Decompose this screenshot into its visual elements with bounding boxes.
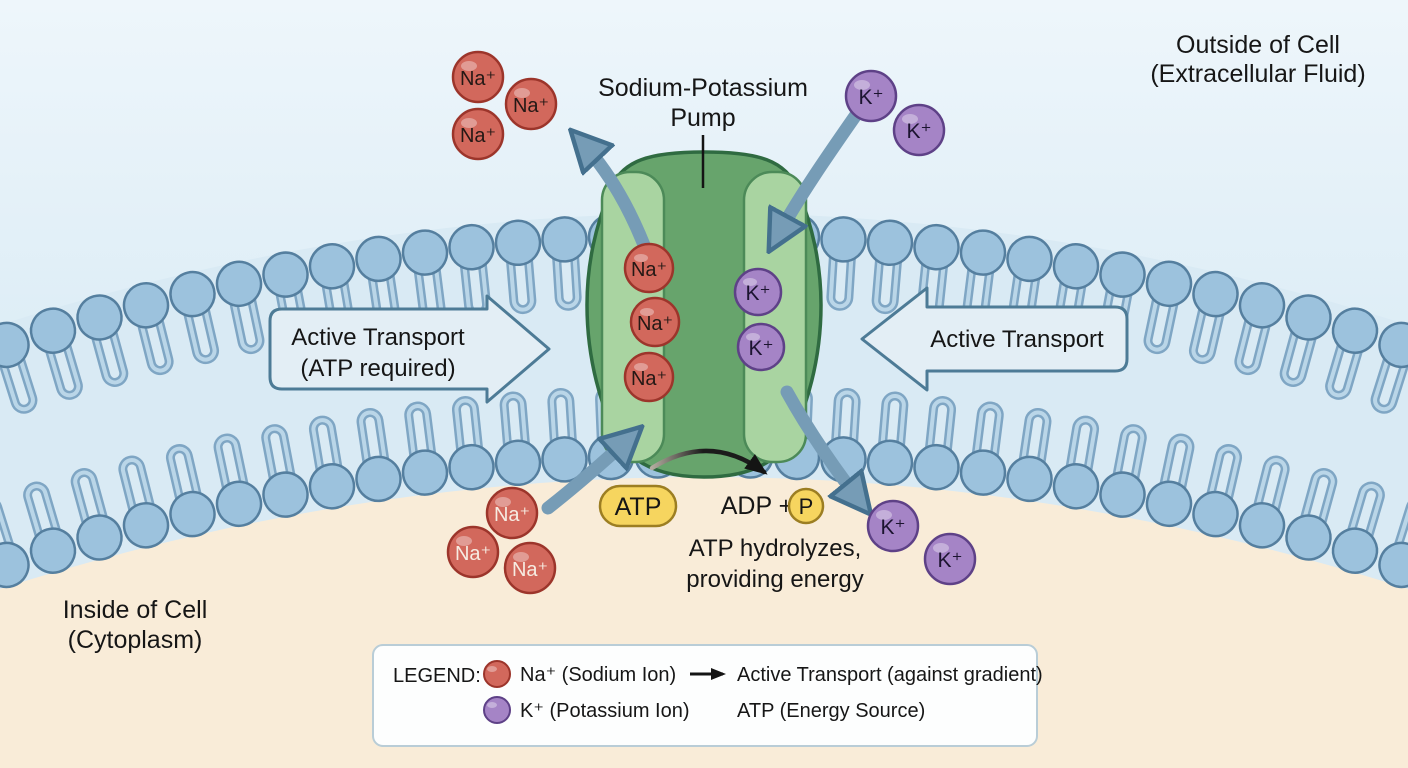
svg-text:K⁺: K⁺ — [745, 282, 770, 305]
outside-cell-label: Outside of Cell — [1176, 31, 1340, 59]
sodium-ion: Na⁺ — [623, 351, 675, 403]
svg-text:K⁺: K⁺ — [748, 337, 773, 360]
svg-text:Na⁺: Na⁺ — [494, 504, 530, 526]
outside-cell-label: (Extracellular Fluid) — [1150, 60, 1365, 88]
sodium-ion: Na⁺ — [485, 486, 539, 540]
potassium-ion: K⁺ — [923, 532, 977, 586]
k-export-arrow — [780, 385, 864, 506]
adp-label: ADP + — [721, 492, 794, 520]
legend-arrow-label: Active Transport (against gradient) — [737, 664, 1043, 686]
pump-title: Sodium-Potassium — [598, 74, 808, 102]
sodium-ion: Na⁺ — [623, 242, 675, 294]
svg-text:Active Transport: Active Transport — [930, 326, 1104, 353]
inside-cell-label: (Cytoplasm) — [68, 626, 203, 654]
atp-molecule: ATP — [598, 484, 678, 528]
svg-text:K⁺: K⁺ — [858, 86, 883, 109]
active-transport-left-label: Active Transport (ATP required) — [268, 294, 551, 404]
atp-hydrolysis-arrow — [649, 448, 768, 475]
svg-text:Na⁺: Na⁺ — [637, 313, 673, 335]
legend-potassium-label: K⁺ (Potassium Ion) — [520, 700, 690, 722]
legend-sodium-swatch — [483, 660, 511, 688]
inside-cell-label: Inside of Cell — [63, 596, 208, 624]
legend: LEGEND: Na⁺ (Sodium Ion) K⁺ (Potassium I… — [372, 644, 1043, 747]
legend-atp-label: ATP (Energy Source) — [737, 700, 925, 722]
sodium-ion: Na⁺ — [446, 525, 500, 579]
svg-text:Na⁺: Na⁺ — [631, 368, 667, 390]
potassium-ion: K⁺ — [892, 103, 946, 157]
svg-text:Na⁺: Na⁺ — [513, 95, 549, 117]
svg-text:Na⁺: Na⁺ — [460, 68, 496, 90]
svg-text:Na⁺: Na⁺ — [512, 559, 548, 581]
sodium-ion: Na⁺ — [503, 541, 557, 595]
hydrolysis-caption: providing energy — [686, 566, 863, 593]
svg-text:P: P — [799, 494, 814, 519]
svg-text:Active Transport: Active Transport — [291, 324, 465, 351]
potassium-ion: K⁺ — [844, 69, 898, 123]
sodium-ion: Na⁺ — [629, 296, 681, 348]
sodium-ion: Na⁺ — [504, 77, 558, 131]
svg-text:K⁺: K⁺ — [906, 120, 931, 143]
potassium-ion: K⁺ — [736, 322, 786, 372]
potassium-ion: K⁺ — [866, 499, 920, 553]
legend-heading: LEGEND: — [393, 665, 481, 687]
phosphate: P — [787, 487, 825, 525]
svg-text:K⁺: K⁺ — [880, 516, 905, 539]
svg-text:Na⁺: Na⁺ — [455, 543, 491, 565]
na-import-arrow — [541, 434, 634, 515]
svg-text:Na⁺: Na⁺ — [460, 125, 496, 147]
sodium-ion: Na⁺ — [451, 107, 505, 161]
pump-title: Pump — [670, 104, 735, 132]
sodium-ion: Na⁺ — [451, 50, 505, 104]
k-import-arrow — [774, 105, 865, 242]
legend-box — [372, 644, 1038, 747]
svg-text:(ATP required): (ATP required) — [300, 355, 455, 382]
potassium-ion: K⁺ — [733, 267, 783, 317]
active-transport-right-label: Active Transport — [860, 286, 1129, 392]
svg-text:K⁺: K⁺ — [937, 549, 962, 572]
cytoplasm-background — [0, 453, 1408, 768]
legend-sodium-label: Na⁺ (Sodium Ion) — [520, 664, 676, 686]
legend-potassium-swatch — [483, 696, 511, 724]
hydrolysis-caption: ATP hydrolyzes, — [689, 535, 862, 562]
svg-text:ATP: ATP — [615, 493, 662, 521]
svg-text:Na⁺: Na⁺ — [631, 259, 667, 281]
na-export-arrow — [578, 138, 656, 265]
